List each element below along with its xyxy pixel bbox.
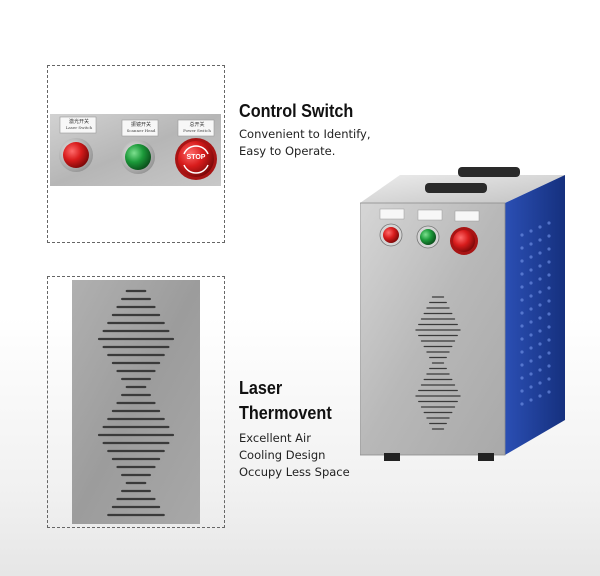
label-scanner-head-en: Scanner Head — [126, 128, 156, 133]
side-vent-dot — [547, 364, 551, 368]
side-vent-dot — [547, 312, 551, 316]
side-vent-dot — [547, 273, 551, 277]
side-vent-dot — [547, 234, 551, 238]
control-switch-photo — [50, 114, 221, 186]
side-vent-dot — [529, 281, 533, 285]
desc-line: Easy to Operate. — [239, 144, 336, 158]
side-vent-dot — [520, 246, 524, 250]
desc-line: Cooling Design — [239, 448, 326, 462]
side-vent-dot — [547, 338, 551, 342]
side-vent-dot — [520, 259, 524, 263]
side-vent-dot — [520, 233, 524, 237]
side-vent-dot — [538, 251, 542, 255]
side-vent-dot — [520, 298, 524, 302]
label-power-switch-cn: 总开关 — [189, 122, 205, 128]
thermovent-description: Excellent Air Cooling Design Occupy Less… — [239, 430, 350, 481]
laser-thermovent-heading-line2: Thermovent — [239, 403, 332, 423]
side-vent-dot — [538, 355, 542, 359]
side-vent-dot — [529, 320, 533, 324]
side-vent-dot — [520, 272, 524, 276]
side-vent-dot — [547, 377, 551, 381]
control-switch-frame: 激光开关 Laser Switch 振镜开关 Scanner Head 总开关 … — [47, 65, 225, 243]
desc-line: Excellent Air — [239, 431, 311, 445]
label-power-switch-en: Power Switch — [183, 128, 211, 133]
side-vent-dot — [538, 329, 542, 333]
side-vent-dot — [538, 290, 542, 294]
vent-grille-photo — [72, 280, 200, 524]
side-vent-dot — [529, 242, 533, 246]
desc-line: Occupy Less Space — [239, 465, 350, 479]
side-vent-dot — [520, 311, 524, 315]
side-vent-dot — [547, 325, 551, 329]
side-vent-dot — [520, 324, 524, 328]
side-vent-dot — [538, 394, 542, 398]
side-vent-dot — [547, 286, 551, 290]
control-switch-heading: Control Switch — [239, 101, 354, 121]
side-vent-dot — [538, 342, 542, 346]
side-vent-dot — [529, 359, 533, 363]
side-vent-dot — [538, 381, 542, 385]
label-laser-switch-en: Laser Switch — [65, 125, 93, 130]
laser-cabinet-photo — [360, 167, 565, 461]
side-vent-dot — [538, 238, 542, 242]
side-vent-dot — [547, 247, 551, 251]
side-vent-dot — [529, 229, 533, 233]
side-vent-dot — [520, 337, 524, 341]
side-vent-dot — [520, 389, 524, 393]
side-vent-dot — [538, 264, 542, 268]
control-switch-description: Convenient to Identify, Easy to Operate. — [239, 126, 371, 160]
side-vent-dot — [529, 333, 533, 337]
side-vent-dot — [529, 294, 533, 298]
side-vent-dot — [538, 277, 542, 281]
side-vent-dot — [529, 307, 533, 311]
side-vent-dot — [538, 225, 542, 229]
side-vent-dot — [547, 299, 551, 303]
side-vent-dot — [538, 303, 542, 307]
side-vent-dot — [520, 376, 524, 380]
laser-thermovent-heading-line1: Laser — [239, 378, 283, 398]
side-vent-dot — [529, 385, 533, 389]
side-vent-dot — [547, 221, 551, 225]
side-vent-dot — [538, 316, 542, 320]
side-vent-dot — [520, 350, 524, 354]
side-vent-dot — [547, 390, 551, 394]
side-vent-dot — [520, 285, 524, 289]
side-vent-dot — [529, 255, 533, 259]
side-vent-dot — [529, 346, 533, 350]
thermovent-frame — [47, 276, 225, 528]
label-laser-switch-cn: 激光开关 — [68, 119, 89, 125]
side-vent-dot — [529, 398, 533, 402]
side-vent-dot — [520, 402, 524, 406]
side-vent-dot — [529, 372, 533, 376]
side-vent-dot — [547, 260, 551, 264]
side-vent-dot — [520, 363, 524, 367]
side-vent-dot — [529, 268, 533, 272]
label-scanner-head-cn: 振镜开关 — [130, 122, 151, 128]
side-vent-dot — [538, 368, 542, 372]
desc-line: Convenient to Identify, — [239, 127, 371, 141]
stop-button-label: STOP — [186, 154, 206, 161]
side-vent-dot — [547, 351, 551, 355]
